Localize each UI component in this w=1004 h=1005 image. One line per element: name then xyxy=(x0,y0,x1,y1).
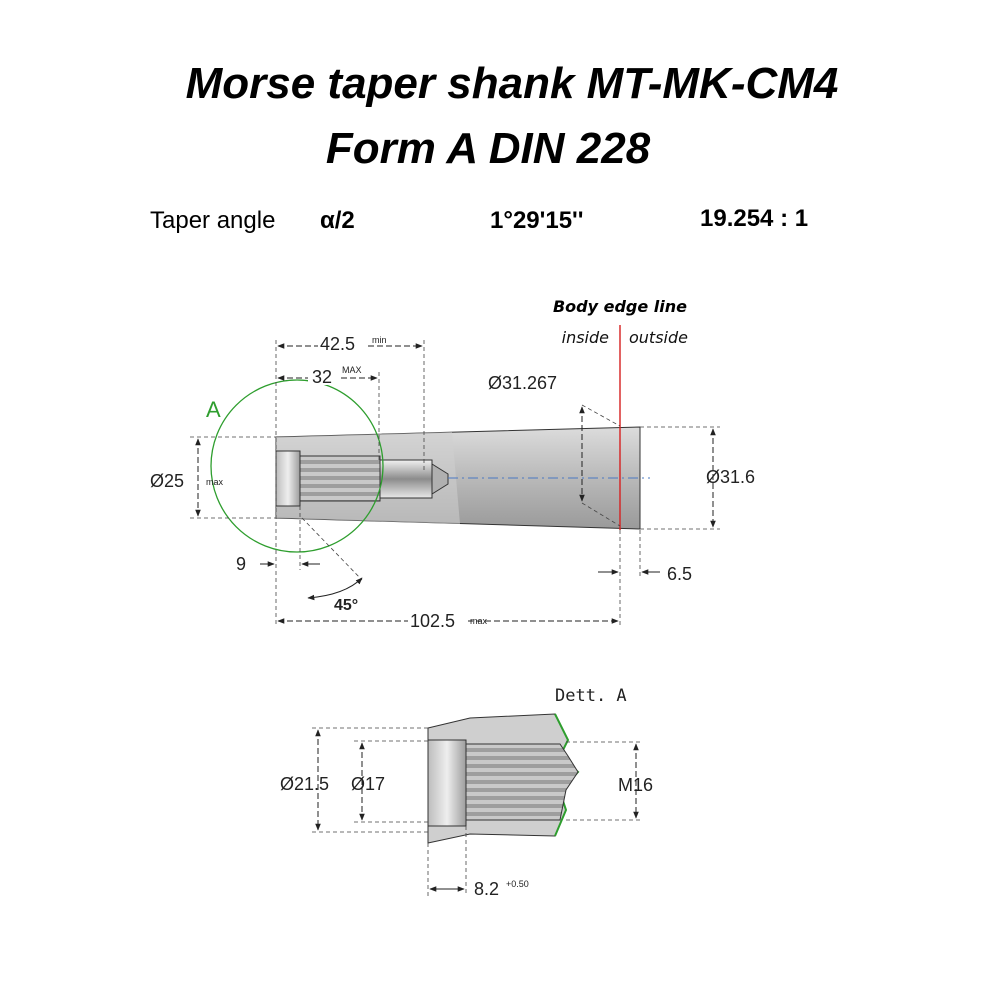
dim-21-5-value: Ø21.5 xyxy=(280,774,329,794)
relief-bore xyxy=(379,459,433,499)
dim-25-sup: max xyxy=(206,477,224,487)
dim-17-value: Ø17 xyxy=(351,774,385,794)
detail-counterbore xyxy=(427,739,467,827)
dim-21-5: Ø21.5 xyxy=(280,727,428,833)
dim-9-value: 9 xyxy=(236,554,246,574)
dim-45-deg: 45° xyxy=(301,517,363,614)
dim-25-value: Ø25 xyxy=(150,471,184,491)
counterbore xyxy=(275,450,301,507)
taper-angle-symbol: α/2 xyxy=(320,207,355,234)
dim-m16: M16 xyxy=(566,741,653,821)
dim-m16-value: M16 xyxy=(618,775,653,795)
dim-45-value: 45° xyxy=(334,597,358,614)
title-line-2: Form A DIN 228 xyxy=(326,124,651,173)
dim-25: Ø25 max xyxy=(150,436,276,519)
dim-102-5-sup: max xyxy=(470,616,488,626)
body-edge-outside: outside xyxy=(629,328,688,347)
dim-8-2-value: 8.2 xyxy=(474,879,499,899)
body-edge-inside: inside xyxy=(562,328,610,347)
dim-6-5: 6.5 xyxy=(598,530,692,584)
taper-angle-label: Taper angle xyxy=(150,207,275,234)
dim-31-267-value: Ø31.267 xyxy=(488,373,557,393)
dim-31-6: Ø31.6 xyxy=(640,426,755,530)
shank-main-view: A xyxy=(206,325,650,553)
detail-marker-a: A xyxy=(206,397,221,422)
dim-8-2: 8.2 +0.50 xyxy=(427,826,529,899)
body-edge-title: Body edge line xyxy=(553,297,687,316)
detail-a-view xyxy=(427,713,580,844)
dim-42-5: 42.5 min xyxy=(275,334,425,625)
dim-9: 9 xyxy=(236,506,320,574)
dim-17: Ø17 xyxy=(351,740,428,823)
dim-42-5-sup: min xyxy=(372,335,387,345)
dim-6-5-value: 6.5 xyxy=(667,564,692,584)
dim-102-5-value: 102.5 xyxy=(410,611,455,631)
dim-31-267: Ø31.267 xyxy=(488,373,621,527)
drill-point xyxy=(431,463,449,495)
detail-thread xyxy=(465,743,579,821)
dim-102-5: 102.5 max xyxy=(277,530,621,631)
dim-42-5-value: 42.5 xyxy=(320,334,355,354)
detail-title: Dett. A xyxy=(555,686,627,706)
taper-angle-value: 1°29'15'' xyxy=(490,207,583,234)
dim-8-2-sup: +0.50 xyxy=(506,879,529,889)
dim-32: 32 MAX xyxy=(277,365,380,460)
dim-32-value: 32 xyxy=(312,367,332,387)
taper-ratio: 19.254 : 1 xyxy=(700,205,808,232)
title-line-1: Morse taper shank MT-MK-CM4 xyxy=(186,59,839,108)
dim-32-sup: MAX xyxy=(342,365,362,375)
dim-31-6-value: Ø31.6 xyxy=(706,467,755,487)
thread-bore xyxy=(299,455,381,502)
